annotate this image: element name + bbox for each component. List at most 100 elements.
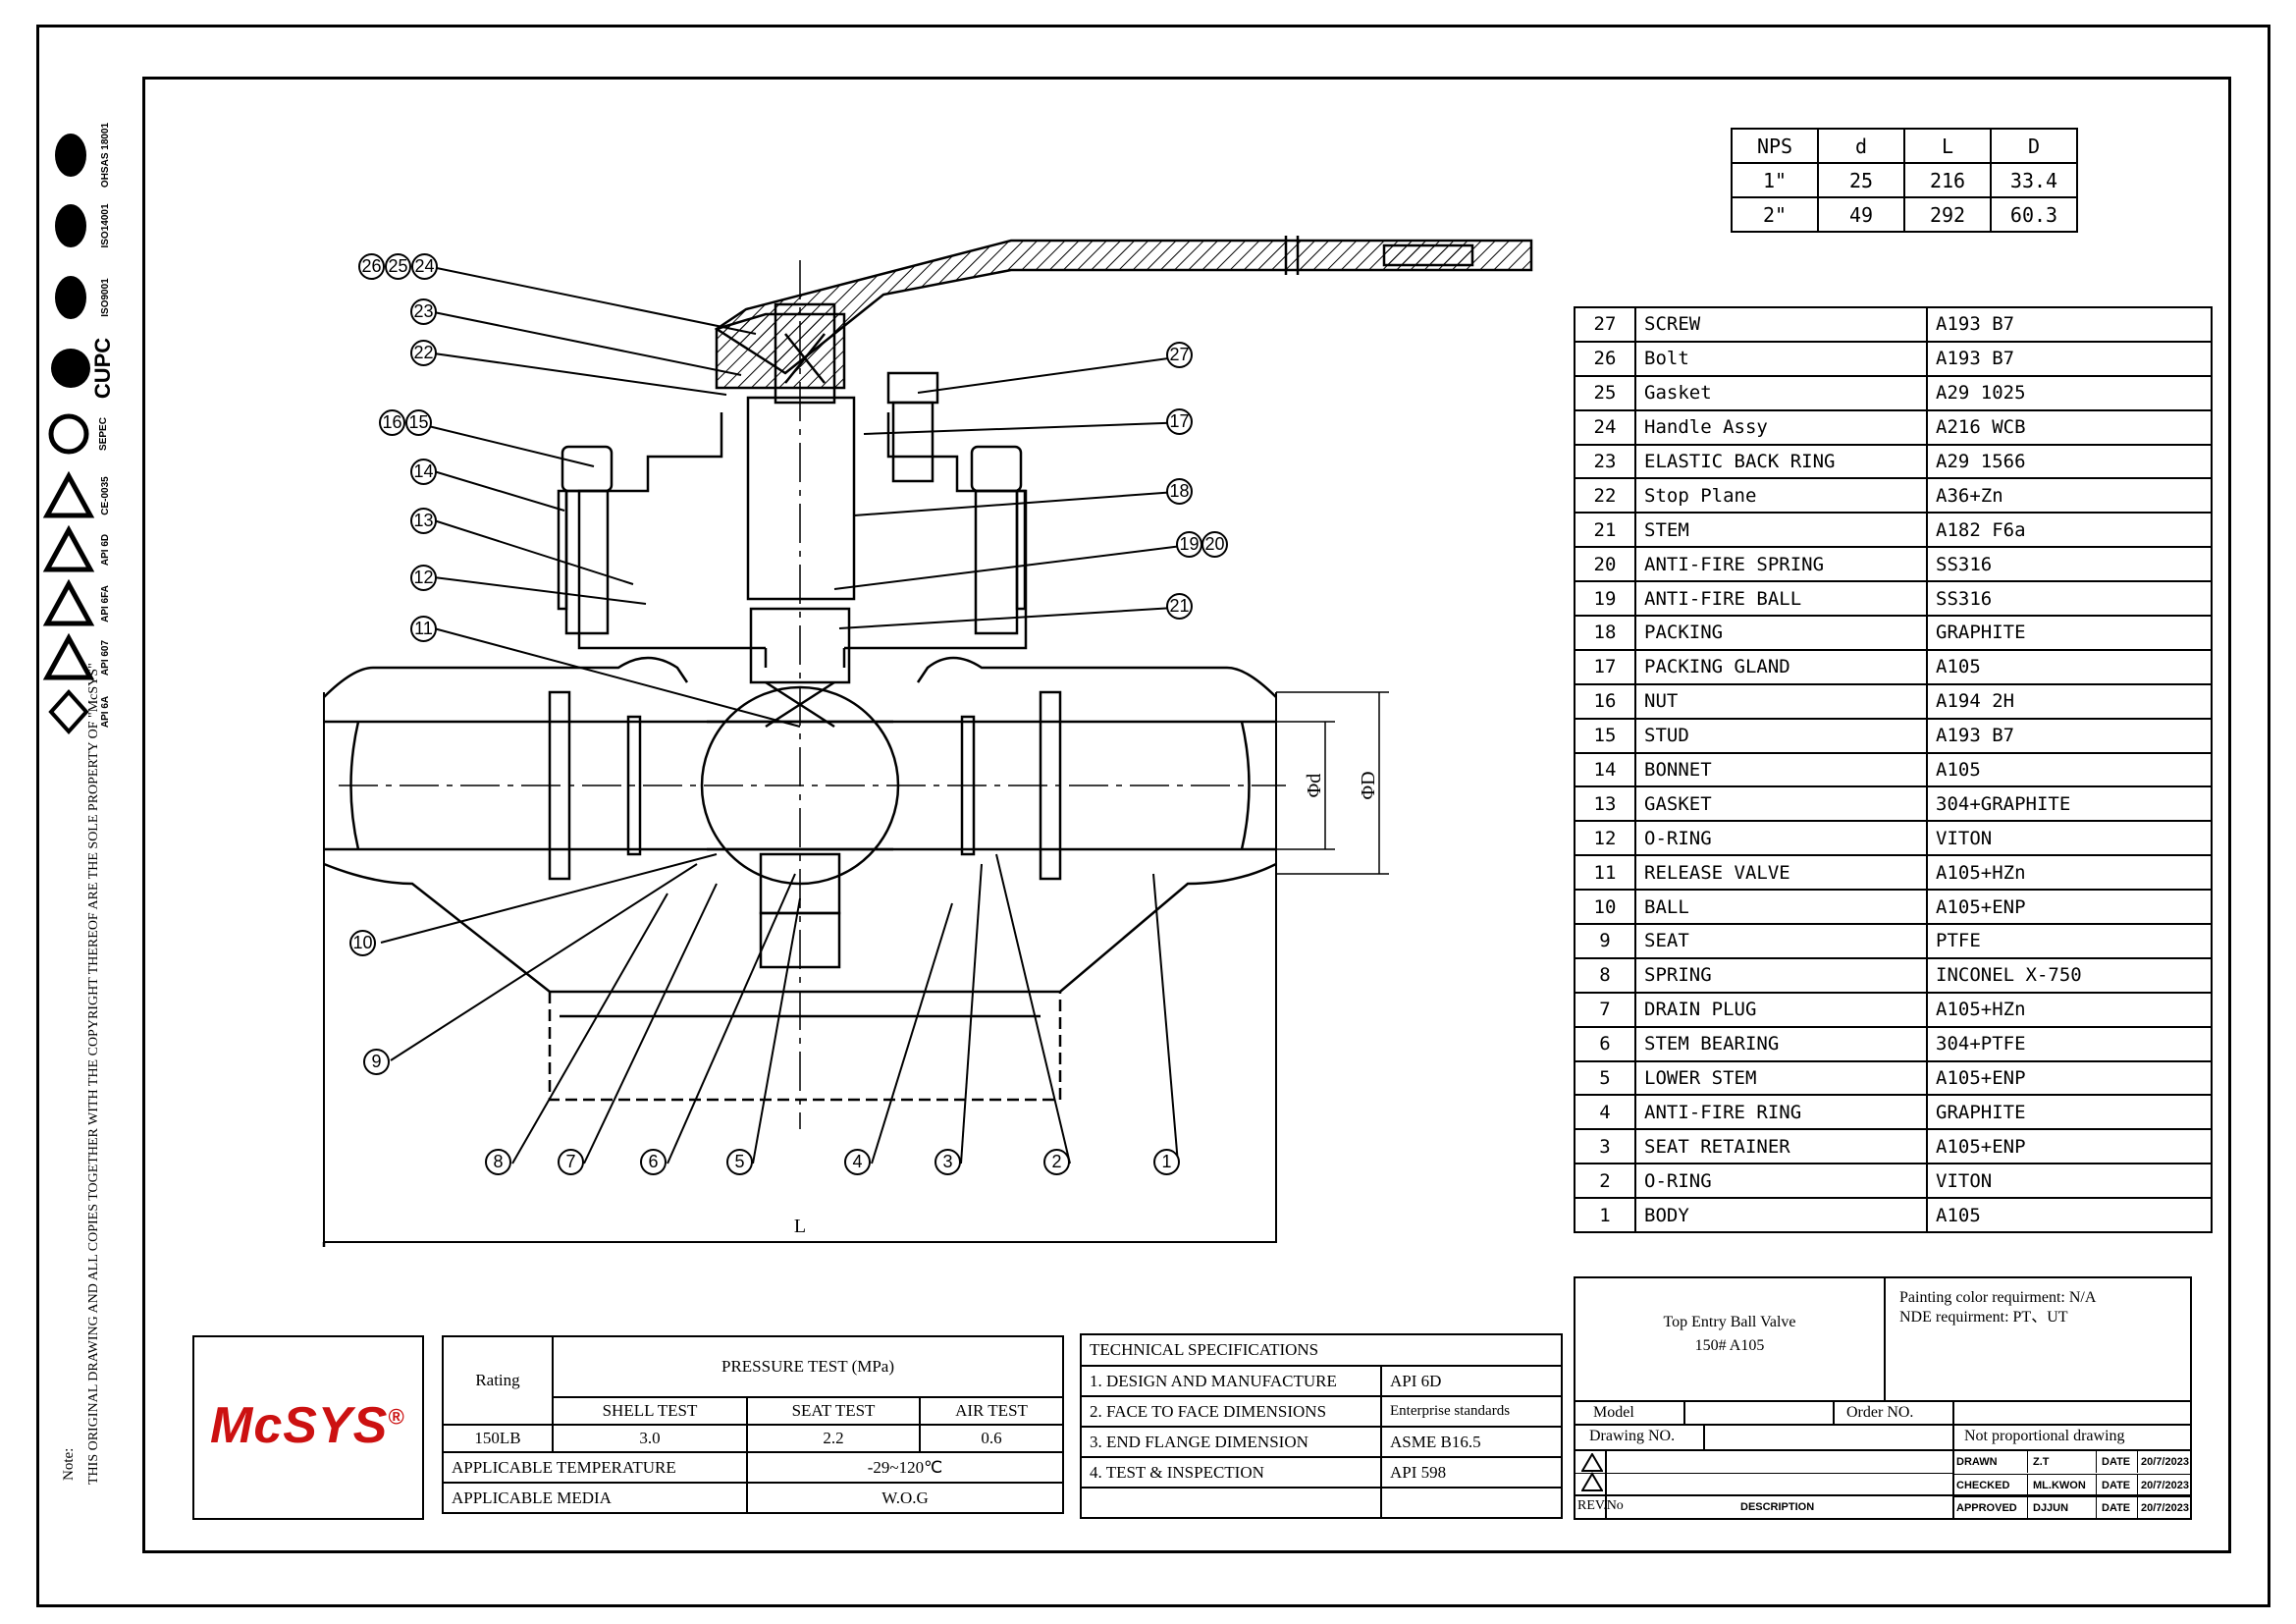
part-material: A216 WCB <box>1926 408 2213 446</box>
part-number: 14 <box>1574 751 1636 788</box>
part-number: 18 <box>1574 615 1636 651</box>
temperature-label: APPLICABLE TEMPERATURE <box>442 1451 748 1484</box>
approval-date: 20/7/2023 <box>2141 1480 2189 1491</box>
part-number: 22 <box>1574 477 1636 514</box>
tech-spec-label: 2. FACE TO FACE DIMENSIONS <box>1080 1395 1382 1428</box>
dim-d-label: Φd <box>1304 774 1325 798</box>
part-material: A36+Zn <box>1926 477 2213 514</box>
part-number: 20 <box>1574 546 1636 583</box>
cert-label-0: OHSAS 18001 <box>100 122 111 188</box>
part-name: ELASTIC BACK RING <box>1634 443 1928 480</box>
callout-bubble: 4 <box>844 1149 871 1175</box>
part-name: SCREW <box>1634 306 1928 343</box>
seat-test-label: SEAT TEST <box>746 1396 921 1426</box>
tech-spec-value: Enterprise standards <box>1380 1395 1563 1428</box>
model-label: Model <box>1593 1404 1634 1421</box>
part-material: A193 B7 <box>1926 717 2213 754</box>
part-material: A105 <box>1926 648 2213 685</box>
part-material: A182 F6a <box>1926 512 2213 549</box>
callout-bubble: 11 <box>410 616 437 642</box>
callout-bubble: 7 <box>558 1149 584 1175</box>
dim-cell: 216 <box>1903 162 1992 198</box>
dimension-row: 1" 25 216 33.4 <box>1731 162 2078 198</box>
cert-label-4: SEPEC <box>98 417 109 451</box>
part-name: BALL <box>1634 889 1928 926</box>
callout-bubble: 16 <box>379 409 405 436</box>
part-number: 6 <box>1574 1025 1636 1062</box>
handle-hub <box>715 312 846 390</box>
requirements-cell: Painting color requirment: N/A NDE requi… <box>1899 1288 2096 1327</box>
logo-text: McSYS <box>210 1397 389 1454</box>
part-number: 9 <box>1574 923 1636 959</box>
painting-requirement: Painting color requirment: N/A <box>1899 1289 2097 1306</box>
part-number: 11 <box>1574 854 1636 892</box>
dim-cell: 60.3 <box>1990 196 2078 233</box>
part-name: NUT <box>1634 682 1928 720</box>
part-material: A105+HZn <box>1926 991 2213 1028</box>
part-number: 19 <box>1574 580 1636 618</box>
callout-bubble: 14 <box>410 459 437 485</box>
callout-bubble: 1 <box>1153 1149 1180 1175</box>
part-material: GRAPHITE <box>1926 1094 2213 1131</box>
api6a-cert-icon: API 6A <box>48 689 111 734</box>
part-material: 304+PTFE <box>1926 1025 2213 1062</box>
callout-bubble: 20 <box>1201 531 1228 558</box>
part-name: STEM <box>1634 512 1928 549</box>
cert-label-8: API 607 <box>100 639 111 676</box>
callout-bubble: 9 <box>363 1049 390 1075</box>
pressure-test-table: Rating PRESSURE TEST (MPa) SHELL TEST SE… <box>442 1335 1064 1514</box>
part-material: GRAPHITE <box>1926 615 2213 651</box>
approval-date-label: DATE <box>2102 1480 2131 1491</box>
revision-triangle-icons <box>1581 1453 1603 1491</box>
part-number: 8 <box>1574 956 1636 994</box>
cert-label-9: API 6A <box>100 696 111 728</box>
dim-cell: 25 <box>1817 162 1905 198</box>
approval-date-label: DATE <box>2102 1456 2131 1468</box>
callout-bubble: 18 <box>1166 478 1193 505</box>
ce-cert-icon: CE-0035 <box>42 470 111 518</box>
part-name: SEAT <box>1634 923 1928 959</box>
product-spec: 150# A105 <box>1694 1337 1765 1354</box>
part-name: SPRING <box>1634 956 1928 994</box>
part-material: A193 B7 <box>1926 340 2213 377</box>
callout-bubble: 13 <box>410 508 437 534</box>
part-material: A29 1025 <box>1926 374 2213 411</box>
approval-name: Z.T <box>2033 1456 2050 1468</box>
api607-cert-icon: API 607 <box>42 632 111 680</box>
part-material: SS316 <box>1926 580 2213 618</box>
dim-cell: 1" <box>1731 162 1819 198</box>
callout-bubble: 12 <box>410 565 437 591</box>
approval-role: DRAWN <box>1956 1456 1998 1468</box>
callout-bubble: 25 <box>385 253 411 280</box>
part-name: Bolt <box>1634 340 1928 377</box>
part-material: VITON <box>1926 1163 2213 1200</box>
air-test-value: 0.6 <box>919 1424 1064 1453</box>
sepec-cert-icon: SEPEC <box>48 413 109 455</box>
callout-bubble: 10 <box>349 930 376 956</box>
tech-spec-value: API 598 <box>1380 1456 1563 1489</box>
approval-name: DJJUN <box>2033 1502 2069 1514</box>
valve-section-drawing: L Φd ΦD <box>322 236 1533 1247</box>
media-label: APPLICABLE MEDIA <box>442 1482 748 1514</box>
rating-label: Rating <box>442 1335 554 1426</box>
callout-bubble: 23 <box>410 298 437 325</box>
part-number: 15 <box>1574 717 1636 754</box>
part-number: 2 <box>1574 1163 1636 1200</box>
callout-bubble: 17 <box>1166 408 1193 435</box>
part-material: A105 <box>1926 751 2213 788</box>
logo-mark: ® <box>388 1404 405 1430</box>
part-number: 23 <box>1574 443 1636 480</box>
part-number: 25 <box>1574 374 1636 411</box>
part-material: A105+ENP <box>1926 1059 2213 1097</box>
callout-bubble: 2 <box>1043 1149 1070 1175</box>
callout-bubble: 19 <box>1176 531 1202 558</box>
